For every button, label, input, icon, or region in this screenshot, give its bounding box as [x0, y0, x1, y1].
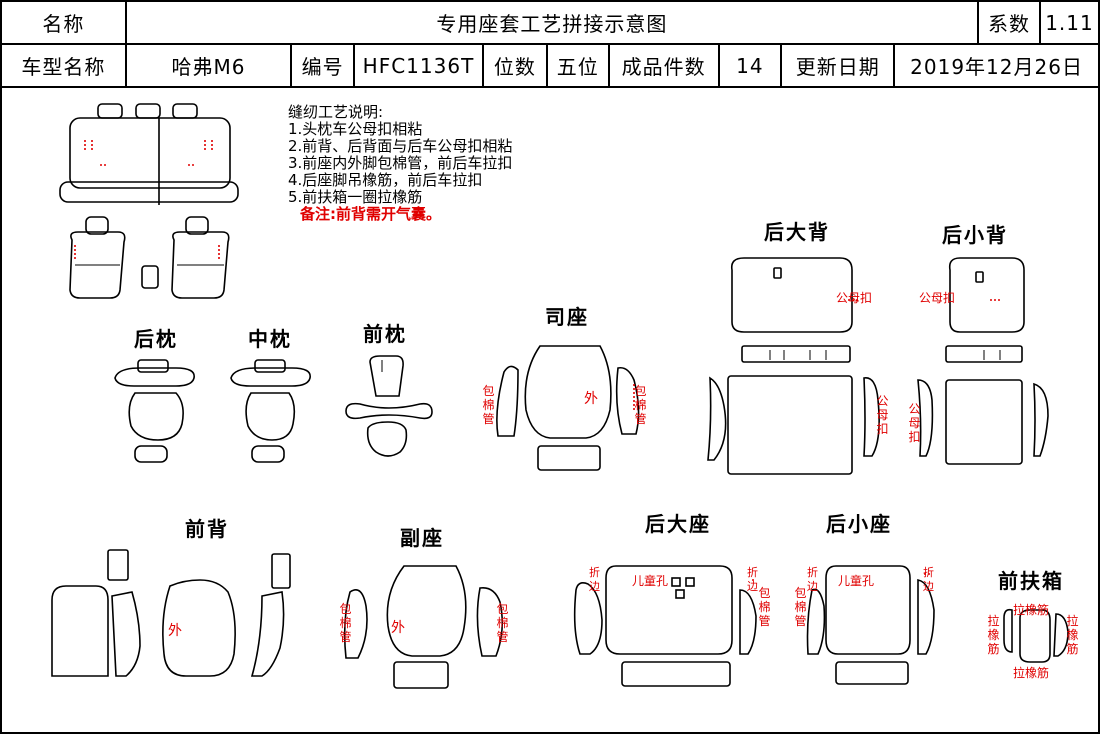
rear-big-back-pieces: [707, 257, 880, 475]
note-item: 4.后座脚吊橡筋，前后车拉扣: [288, 171, 483, 189]
label-front-back: 前背: [185, 517, 229, 541]
note-item: 5.前扶箱一圈拉橡筋: [288, 188, 423, 206]
coef-label: 系数: [976, 0, 1041, 45]
note-fold: 折边: [747, 566, 758, 593]
label-rear-small-back: 后小背: [942, 223, 1008, 247]
label-passenger-seat: 副座: [400, 526, 444, 550]
note-outer: 外: [391, 620, 405, 636]
label-driver-seat: 司座: [545, 305, 589, 329]
label-mid-headrest: 中枕: [248, 327, 292, 351]
front-headrest-pieces: [345, 355, 433, 457]
name-label: 名称: [0, 0, 127, 45]
note-foam-tube: 包棉管: [482, 384, 495, 426]
sewing-notes: 缝纫工艺说明: 1.头枕车公母扣相粘 2.前背、后背面与后车公母扣相粘 3.前座…: [288, 104, 512, 223]
pieces-value: 14: [717, 43, 783, 88]
date-value: 2019年12月26日: [893, 43, 1100, 88]
seats-value: 五位: [545, 43, 610, 88]
label-front-headrest: 前枕: [363, 322, 407, 346]
seats-label: 位数: [481, 43, 548, 88]
passenger-seat-pieces: [343, 565, 504, 689]
front-armrest-pieces: [1003, 608, 1069, 663]
label-rear-big-seat: 后大座: [645, 512, 711, 536]
header-table: 名称 专用座套工艺拼接示意图 系数 1.11 车型名称 哈弗M6 编号 HFC1…: [0, 0, 1100, 88]
note-elastic-vertical: 拉橡筋: [1066, 614, 1079, 656]
rear-big-seat-pieces: [573, 565, 757, 687]
label-rear-big-back: 后大背: [764, 220, 830, 244]
note-fold: 折边: [807, 566, 818, 593]
note-foam-tube: 包棉管: [496, 602, 509, 644]
date-label: 更新日期: [780, 43, 896, 88]
note-elastic: 拉橡筋: [1013, 603, 1050, 617]
note-child-hole: 儿童孔: [632, 574, 669, 588]
note-elastic: 拉橡筋: [1013, 666, 1050, 680]
note-snap-vertical: 公母扣: [908, 402, 921, 444]
notes-title: 缝纫工艺说明:: [288, 103, 384, 121]
rear-headrest-pieces: [114, 359, 195, 463]
mid-headrest-pieces: [230, 359, 311, 463]
label-front-armrest: 前扶箱: [998, 569, 1064, 593]
note-item: 1.头枕车公母扣相粘: [288, 120, 423, 138]
note-child-hole: 儿童孔: [838, 574, 875, 588]
remark-airbag: 备注:前背需开气囊。: [300, 205, 441, 223]
note-elastic-vertical: 拉橡筋: [987, 614, 1000, 656]
label-rear-headrest: 后枕: [134, 327, 178, 351]
front-back-pieces: [51, 549, 291, 677]
overview-front-seats: [69, 216, 230, 299]
note-snap: 公母扣: [919, 291, 956, 305]
pieces-label: 成品件数: [607, 43, 720, 88]
rear-small-back-pieces: [917, 257, 1049, 465]
note-snap: 公母扣: [836, 291, 873, 305]
code-value: HFC1136T: [353, 43, 484, 88]
coef-value: 1.11: [1038, 0, 1100, 45]
driver-seat-pieces: [496, 345, 640, 471]
note-item: 3.前座内外脚包棉管，前后车拉扣: [288, 154, 513, 172]
rear-small-seat-pieces: [806, 565, 935, 685]
model-value: 哈弗M6: [124, 43, 293, 88]
overview-rear-bench: [59, 103, 239, 205]
note-foam-tube: 包棉管: [339, 602, 352, 644]
code-label: 编号: [290, 43, 356, 88]
note-fold: 折边: [589, 566, 600, 593]
note-snap-vertical: 公母扣: [876, 394, 889, 436]
label-rear-small-seat: 后小座: [826, 512, 892, 536]
sheet-title: 专用座套工艺拼接示意图: [124, 0, 979, 45]
note-foam-tube: 包棉管: [758, 586, 771, 628]
note-outer: 外: [168, 623, 182, 639]
note-outer: 外: [584, 391, 598, 407]
note-item: 2.前背、后背面与后车公母扣相粘: [288, 137, 513, 155]
note-foam-tube: 包棉管: [794, 586, 807, 628]
note-foam-tube: 包棉管: [634, 384, 647, 426]
note-fold: 折边: [923, 566, 934, 593]
